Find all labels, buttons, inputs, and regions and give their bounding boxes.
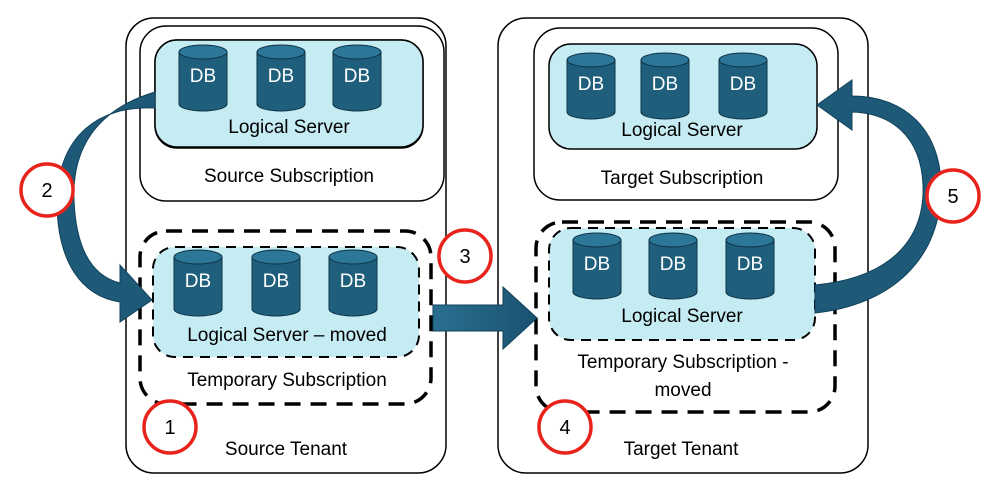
target-database-label-3: DB [730, 74, 756, 95]
source-database-icon-2: DB [256, 44, 306, 112]
moved-database-label-2: DB [263, 271, 289, 292]
step-circle-5: 5 [925, 168, 981, 224]
target-database-icon-2: DB [640, 52, 690, 120]
arrow-step-2 [56, 91, 156, 323]
database-layer: DB DB DB DB DB DB DB DB DB DB DB DB [173, 44, 775, 317]
source-tenant-label: Source Tenant [225, 439, 348, 460]
target-temp-database-label-3: DB [737, 254, 763, 275]
target-tenant-label: Target Tenant [624, 439, 740, 460]
temporary-subscription-label: Temporary Subscription [187, 370, 387, 391]
step-number-2: 2 [41, 180, 52, 202]
target-temp-database-label-2: DB [660, 254, 686, 275]
target-database-icon-1: DB [566, 52, 616, 120]
step-number-4: 4 [559, 417, 570, 439]
target-database-label-2: DB [652, 74, 678, 95]
target-temp-database-label-1: DB [584, 254, 610, 275]
source-database-icon-3: DB [332, 44, 382, 112]
moved-server-label: Logical Server – moved [187, 325, 387, 346]
moved-database-icon-1: DB [173, 249, 223, 317]
source-database-label-1: DB [190, 66, 216, 87]
target-database-label-1: DB [578, 74, 604, 95]
source-database-label-3: DB [344, 66, 370, 87]
step-number-5: 5 [947, 186, 958, 208]
target-database-icon-3: DB [718, 52, 768, 120]
moved-database-icon-2: DB [251, 249, 301, 317]
moved-database-icon-3: DB [328, 249, 378, 317]
target-subscription-label: Target Subscription [601, 168, 764, 189]
step-circle-2: 2 [19, 162, 75, 218]
step-number-1: 1 [164, 417, 175, 439]
moved-database-label-1: DB [185, 271, 211, 292]
moved-database-label-3: DB [340, 271, 366, 292]
step-circle-3: 3 [437, 228, 493, 284]
target-temp-database-icon-2: DB [648, 232, 698, 300]
temporary-subscription: Temporary Subscription [138, 229, 433, 406]
source-database-label-2: DB [268, 66, 294, 87]
step-number-3: 3 [459, 246, 470, 268]
temporary-subscription-moved: Temporary Subscription - moved [534, 220, 837, 414]
target-tenant: Target Tenant [497, 17, 869, 474]
target-temp-database-icon-3: DB [725, 232, 775, 300]
step-circle-4: 4 [537, 399, 593, 455]
source-server-label: Logical Server [228, 117, 350, 138]
source-database-icon-1: DB [178, 44, 228, 112]
temporary-subscription-moved-label-2: moved [654, 380, 711, 401]
arrow-step-5 [814, 79, 942, 314]
temporary-subscription-moved-label-1: Temporary Subscription - [577, 352, 788, 373]
source-subscription-label: Source Subscription [204, 166, 374, 187]
target-server-label: Logical Server [621, 120, 743, 141]
target-temp-server-label: Logical Server [621, 306, 743, 327]
target-temp-database-icon-1: DB [572, 232, 622, 300]
arrow-step-3 [432, 285, 538, 351]
step-circle-1: 1 [142, 399, 198, 455]
